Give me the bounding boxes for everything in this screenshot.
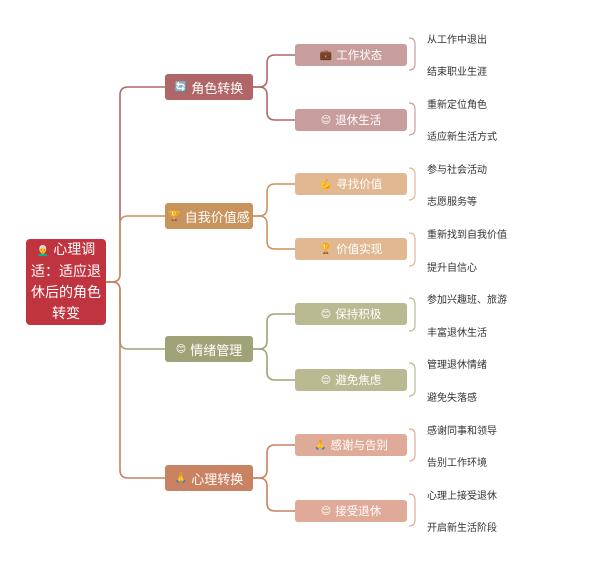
trophy-icon: 🏆: [319, 243, 333, 255]
branch-connector: [253, 444, 295, 479]
leaf-text: 提升自信心: [427, 263, 477, 274]
branch-connector: [253, 183, 295, 217]
leaf-text: 心理上接受退休: [427, 491, 497, 502]
leaf-text: 结束职业生涯: [427, 67, 487, 78]
branch-node[interactable]: 🙏心理转换: [165, 465, 253, 491]
root-connector: [106, 281, 165, 479]
leaf-text: 参加兴趣班、旅游: [427, 295, 507, 306]
sub-label: 工作状态: [336, 48, 383, 62]
root-title: 心理调适：适应退休后的角色转变: [31, 241, 101, 322]
sub-node[interactable]: 💼工作状态: [295, 44, 407, 66]
briefcase-icon: 💼: [319, 49, 333, 61]
sub-node[interactable]: 😌退休生活: [295, 109, 407, 131]
relieved-icon: 😌: [320, 374, 332, 386]
pray-icon: 🙏: [314, 439, 327, 451]
leaf-text: 告别工作环境: [427, 458, 487, 469]
trophy-icon: 🏆: [168, 210, 181, 222]
leaf-bracket: [408, 232, 416, 267]
branch-label: 角色转换: [191, 81, 244, 97]
leaf-text: 开启新生活阶段: [427, 523, 497, 534]
branch-label: 心理转换: [191, 472, 244, 488]
leaf-bracket: [408, 428, 416, 462]
leaf-text: 志愿服务等: [427, 197, 477, 208]
leaf-text: 重新找到自我价值: [427, 230, 507, 241]
leaf-text: 适应新生活方式: [427, 132, 497, 143]
branch-connector: [253, 86, 295, 121]
leaf-bracket: [408, 37, 416, 71]
leaf-text: 管理退休情绪: [427, 360, 487, 371]
cycle-icon: 🔄: [174, 81, 188, 93]
leaf-bracket: [408, 102, 416, 136]
leaf-text: 重新定位角色: [427, 100, 487, 111]
root-node[interactable]: 👨‍🦳心理调适：适应退休后的角色转变: [26, 239, 106, 325]
muscle-icon: 💪: [319, 178, 333, 190]
sub-label: 保持积极: [335, 307, 382, 321]
branch-node[interactable]: 🔄角色转换: [165, 74, 253, 100]
relieved-icon: 😌: [320, 114, 332, 126]
sub-node[interactable]: 😊保持积极: [295, 303, 407, 325]
smile-icon: 😊: [320, 308, 332, 320]
sub-node[interactable]: 🏆价值实现: [295, 238, 407, 260]
leaf-text: 感谢同事和领导: [427, 426, 497, 437]
sub-node[interactable]: 😌接受退休: [295, 500, 407, 522]
branch-connector: [253, 215, 295, 250]
branch-connector: [253, 348, 295, 381]
leaf-text: 避免失落感: [427, 393, 477, 404]
branch-node[interactable]: 🏆自我价值感: [165, 203, 253, 229]
pray-icon: 🙏: [174, 472, 188, 484]
branch-connector: [253, 54, 295, 88]
branch-label: 自我价值感: [184, 210, 250, 226]
branch-node[interactable]: 😊情绪管理: [165, 336, 253, 362]
branch-label: 情绪管理: [190, 343, 243, 359]
leaf-text: 参与社会活动: [427, 165, 487, 176]
sub-label: 退休生活: [335, 113, 382, 127]
leaf-bracket: [408, 493, 416, 527]
leaf-text: 丰富退休生活: [427, 328, 487, 339]
leaf-bracket: [408, 297, 416, 332]
sub-label: 价值实现: [336, 242, 383, 256]
elder-icon: 👨‍🦳: [36, 245, 50, 257]
sub-label: 接受退休: [335, 504, 382, 518]
sub-node[interactable]: 💪寻找价值: [295, 173, 407, 195]
smile-icon: 😊: [175, 343, 187, 355]
sub-node[interactable]: 🙏感谢与告别: [295, 434, 407, 456]
root-connector: [106, 281, 165, 350]
sub-label: 寻找价值: [336, 177, 383, 191]
sub-node[interactable]: 😌避免焦虑: [295, 369, 407, 391]
relieved-icon: 😌: [320, 505, 332, 517]
branch-connector: [253, 313, 295, 350]
branch-connector: [253, 477, 295, 512]
root-connector: [106, 86, 165, 283]
sub-label: 感谢与告别: [330, 438, 388, 452]
root-connector: [106, 215, 165, 283]
leaf-bracket: [408, 167, 416, 201]
sub-label: 避免焦虑: [335, 373, 382, 387]
leaf-text: 从工作中退出: [427, 35, 487, 46]
leaf-bracket: [408, 362, 416, 397]
